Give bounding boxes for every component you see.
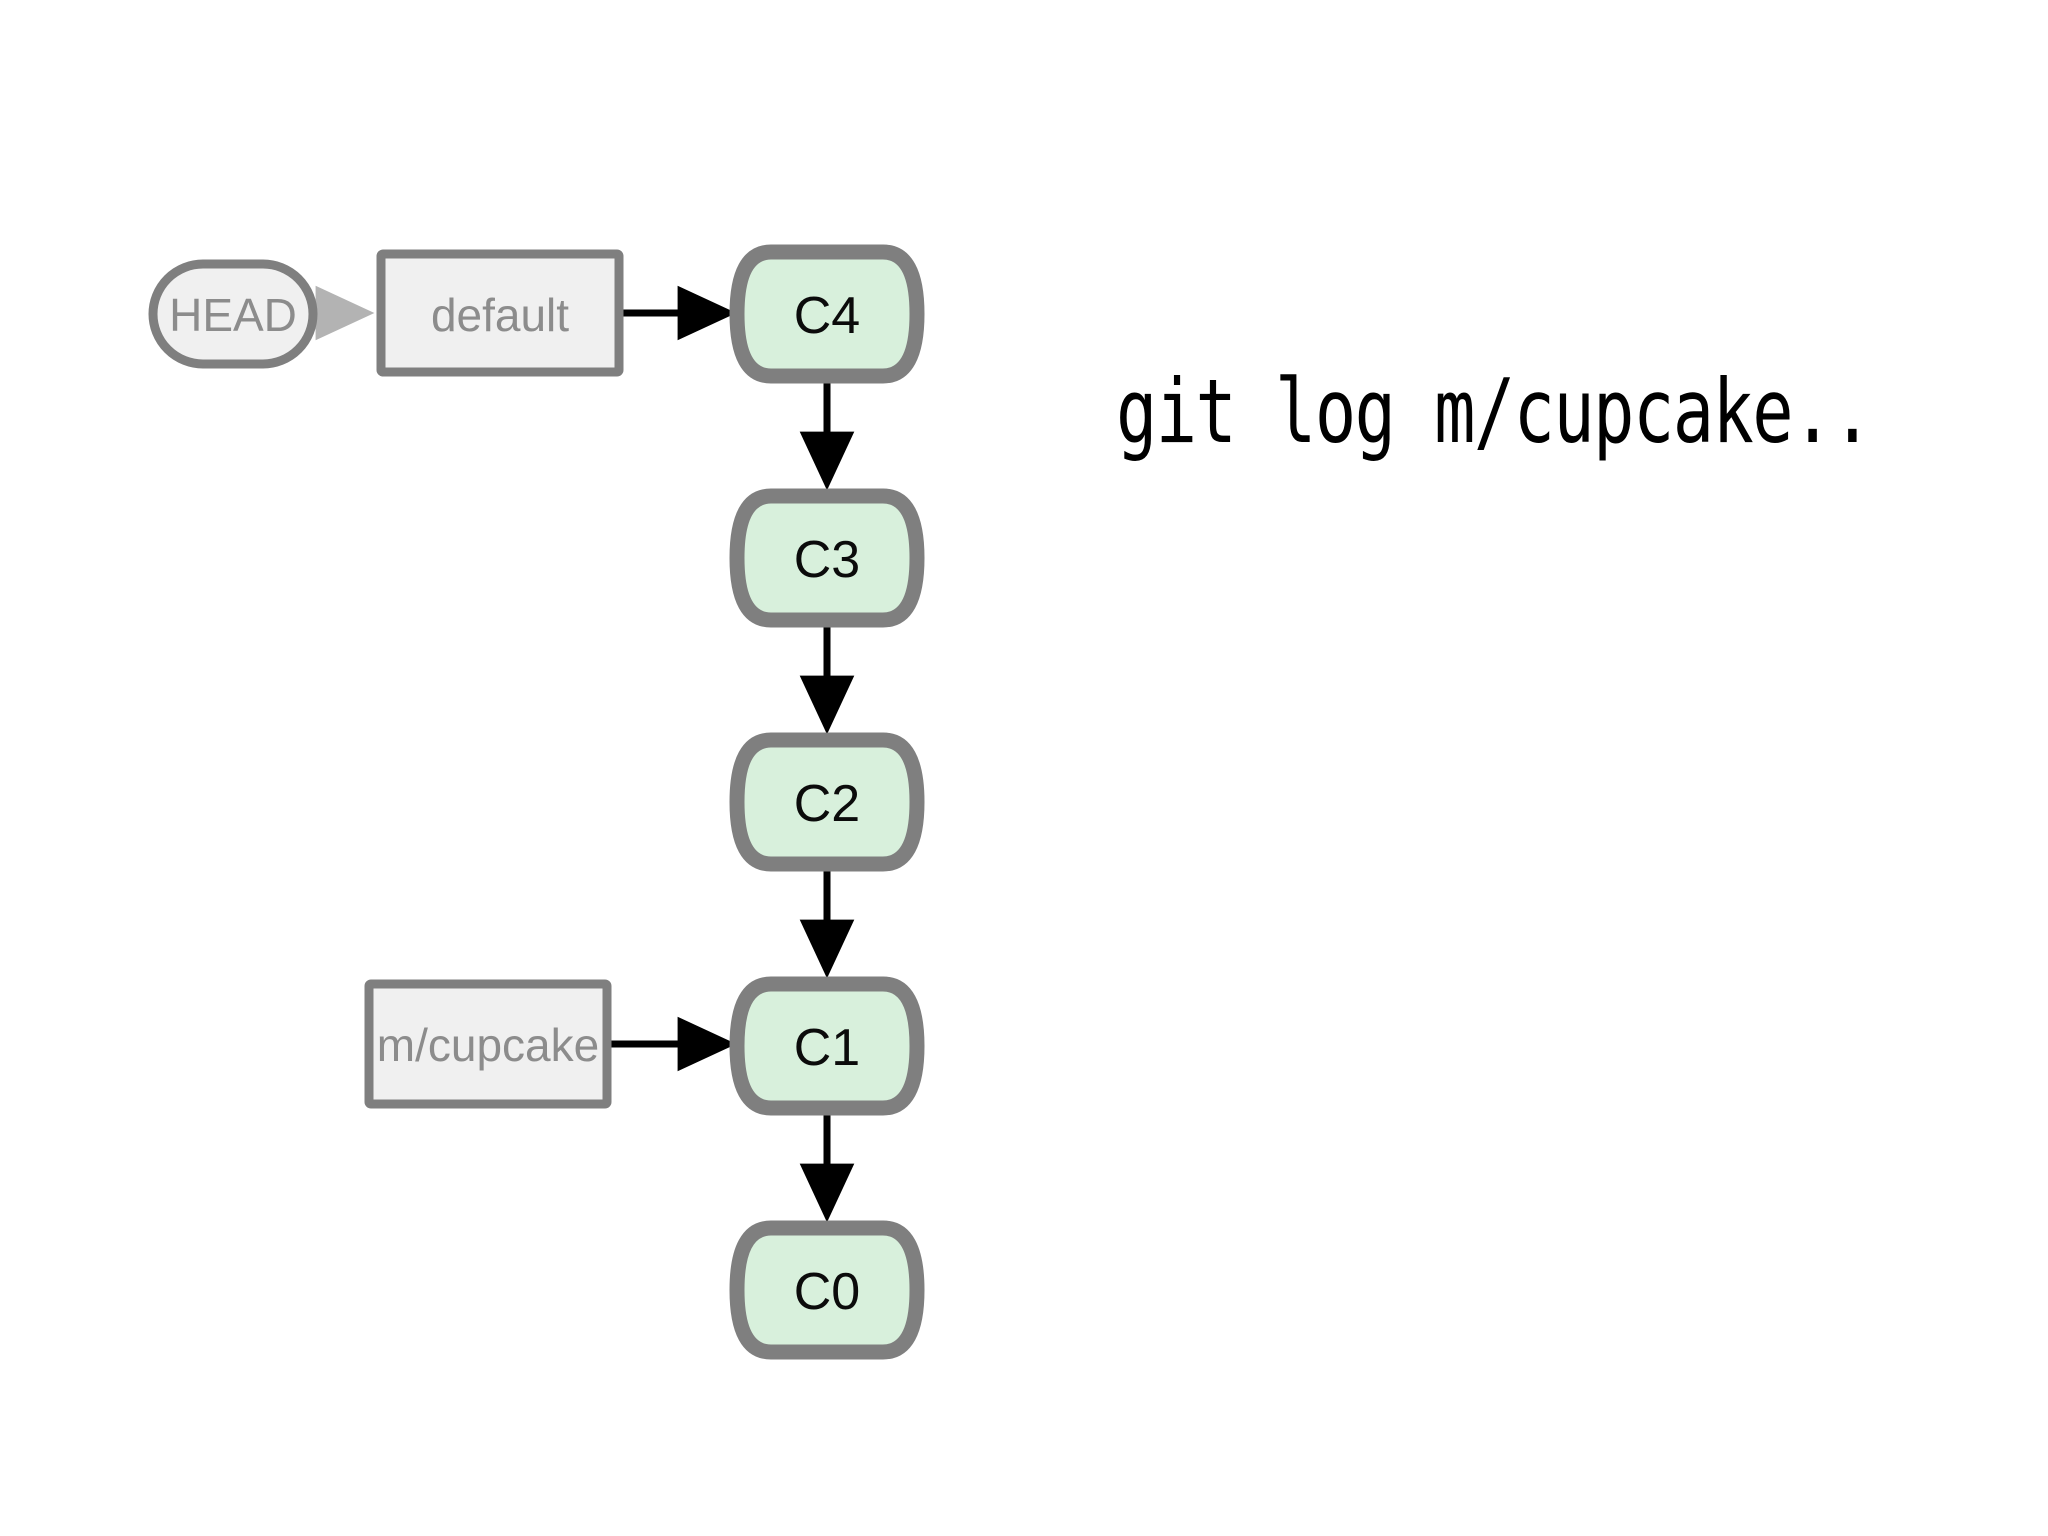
commit-c1-shape <box>729 976 925 1116</box>
branch-m-cupcake-shape <box>364 979 612 1109</box>
commit-c4-label: C4 <box>794 287 860 345</box>
branch-default-label: default <box>431 289 569 341</box>
head-label: HEAD <box>169 289 297 341</box>
commit-node-c4[interactable]: C4 <box>729 244 925 384</box>
commit-c0-label: C0 <box>794 1263 860 1321</box>
commit-node-c2[interactable]: C2 <box>729 732 925 872</box>
branch-default[interactable]: default <box>376 249 624 377</box>
branch-m-cupcake[interactable]: m/cupcake <box>364 979 612 1109</box>
head-pill-shape <box>148 259 318 369</box>
commit-node-c0[interactable]: C0 <box>729 1220 925 1360</box>
commit-node-c3[interactable]: C3 <box>729 488 925 628</box>
commit-c3-label: C3 <box>794 531 860 589</box>
git-log-command-text: git log m/cupcake.. <box>1116 360 1873 463</box>
commit-c3-shape <box>729 488 925 628</box>
commit-node-c1[interactable]: C1 <box>729 976 925 1116</box>
branch-default-shape <box>376 249 624 377</box>
commit-c2-label: C2 <box>794 775 860 833</box>
commit-c2-shape <box>729 732 925 872</box>
commit-c0-shape <box>729 1220 925 1360</box>
branch-m-cupcake-label: m/cupcake <box>377 1019 599 1071</box>
head-pointer[interactable]: HEAD <box>148 259 318 369</box>
commit-c4-shape <box>729 244 925 384</box>
commit-c1-label: C1 <box>794 1019 860 1077</box>
